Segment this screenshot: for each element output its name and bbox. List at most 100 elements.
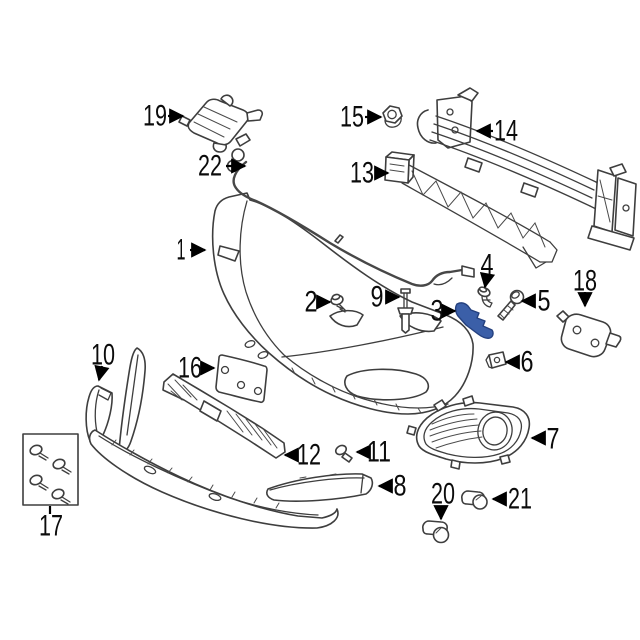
nut-skirt bbox=[384, 116, 402, 128]
license-bracket-hole bbox=[236, 380, 246, 390]
impact-bar-drawing bbox=[416, 87, 637, 251]
side-strip-inner-line bbox=[126, 354, 139, 436]
clip-11-drawing bbox=[334, 444, 353, 463]
callout-7-label: 7 bbox=[547, 423, 560, 456]
end-cap-notch bbox=[98, 387, 112, 401]
parking-sensor-drawing bbox=[422, 520, 450, 544]
screw-shank bbox=[60, 496, 71, 505]
screw-head bbox=[29, 474, 43, 486]
nut-drawing bbox=[382, 105, 403, 128]
pin-drawing bbox=[397, 288, 414, 334]
grille-center-rect bbox=[199, 400, 222, 422]
lower-trim-strip-drawing bbox=[266, 473, 374, 502]
callout-19: 19 bbox=[143, 100, 185, 133]
callout-2-label: 2 bbox=[305, 286, 318, 319]
license-plate-bracket-drawing bbox=[215, 354, 268, 404]
bolt-head-top bbox=[511, 291, 520, 299]
kit-screw bbox=[52, 458, 72, 475]
harness-clip-nub bbox=[334, 234, 344, 244]
bolt-threads bbox=[499, 305, 514, 319]
sensor-bracket-stripes bbox=[193, 106, 238, 138]
bumper-inner-contour bbox=[239, 200, 449, 409]
callout-11: 11 bbox=[355, 436, 391, 469]
callout-5: 5 bbox=[520, 285, 551, 318]
absorber-truss-hatch bbox=[411, 170, 546, 248]
bezel-tab bbox=[433, 399, 447, 412]
sensor-bracket-drawing bbox=[178, 94, 264, 153]
clip-flange bbox=[485, 354, 493, 369]
bracket-hole bbox=[572, 325, 582, 335]
sensor-bracket-arm bbox=[246, 109, 264, 122]
sensor-bracket-left-tab bbox=[178, 115, 191, 127]
callout-5-label: 5 bbox=[538, 285, 551, 318]
sensor-bracket-top-nub bbox=[220, 94, 234, 107]
callout-21: 21 bbox=[491, 483, 532, 516]
valance-outline bbox=[88, 429, 339, 529]
grille-hatch-left bbox=[167, 379, 198, 401]
bezel-slats bbox=[429, 413, 483, 449]
harness-plug bbox=[235, 133, 251, 147]
screw-head bbox=[52, 458, 66, 470]
absorber-bottom-edge bbox=[401, 182, 541, 263]
callout-12: 12 bbox=[283, 439, 321, 472]
pin-head bbox=[400, 288, 411, 294]
callout-21-label: 21 bbox=[508, 483, 532, 516]
bracket-hole bbox=[590, 338, 600, 348]
trim-strip-inner-line bbox=[269, 477, 365, 491]
clip-body bbox=[488, 351, 507, 369]
callout-13-label: 13 bbox=[350, 157, 374, 190]
callout-16: 16 bbox=[178, 352, 216, 385]
lamp-ring-outer bbox=[477, 411, 513, 451]
bolt-shank bbox=[497, 300, 516, 321]
sensor-bracket-bottom-nub bbox=[212, 142, 227, 153]
bezel-left-nub bbox=[406, 425, 417, 436]
grille-hatch-right bbox=[226, 410, 278, 449]
bracket-side-tab bbox=[605, 332, 622, 348]
screw-shank bbox=[61, 466, 72, 475]
bolt-drawing bbox=[497, 289, 525, 321]
screw-4-drawing bbox=[477, 286, 493, 308]
callout-11-label: 11 bbox=[367, 436, 391, 469]
impact-bar-end-plate bbox=[614, 177, 637, 237]
valance-end-cap-drawing bbox=[85, 347, 146, 453]
callout-10-arrow bbox=[94, 364, 110, 382]
callout-14-label: 14 bbox=[494, 115, 518, 148]
license-bracket-plate bbox=[215, 354, 268, 404]
absorber-head-front bbox=[384, 156, 410, 184]
impact-bar-mid-tab bbox=[520, 182, 539, 198]
impact-bar-foot bbox=[587, 225, 635, 251]
retainer-detail bbox=[475, 495, 482, 501]
callout-3-label: 3 bbox=[431, 295, 444, 328]
pin-upper-shank bbox=[403, 292, 408, 309]
screw-kit-box-drawing bbox=[22, 433, 79, 506]
impact-bar-rib bbox=[429, 139, 591, 207]
callout-20-label: 20 bbox=[431, 478, 455, 511]
harness-tail bbox=[433, 277, 453, 286]
screw-cap bbox=[331, 293, 341, 301]
screw-shank bbox=[481, 295, 493, 308]
valance-inner-band bbox=[98, 435, 319, 516]
callout-15: 15 bbox=[340, 101, 383, 134]
retainer-head bbox=[472, 494, 488, 510]
screw-shank bbox=[38, 482, 49, 491]
callout-7: 7 bbox=[530, 423, 560, 456]
callout-15-label: 15 bbox=[340, 101, 364, 134]
valance-slot bbox=[208, 492, 222, 502]
callout-22-label: 22 bbox=[198, 150, 222, 183]
pin-lower-shank bbox=[401, 313, 410, 334]
sensor-head bbox=[432, 526, 450, 544]
callout-13: 13 bbox=[350, 157, 390, 190]
pin-collar bbox=[397, 307, 414, 315]
kit-screw bbox=[29, 474, 49, 491]
impact-bar-brace bbox=[597, 179, 613, 223]
harness-main-wire bbox=[232, 160, 464, 287]
valance-slot bbox=[143, 465, 157, 475]
impact-bar-rib bbox=[433, 123, 595, 191]
absorber-head-slots bbox=[389, 163, 405, 173]
bumper-cover-outline bbox=[211, 192, 474, 415]
absorber-end bbox=[539, 241, 558, 263]
highlighted-bracket-drawing bbox=[454, 302, 494, 339]
callout-17-label: 17 bbox=[39, 510, 63, 543]
